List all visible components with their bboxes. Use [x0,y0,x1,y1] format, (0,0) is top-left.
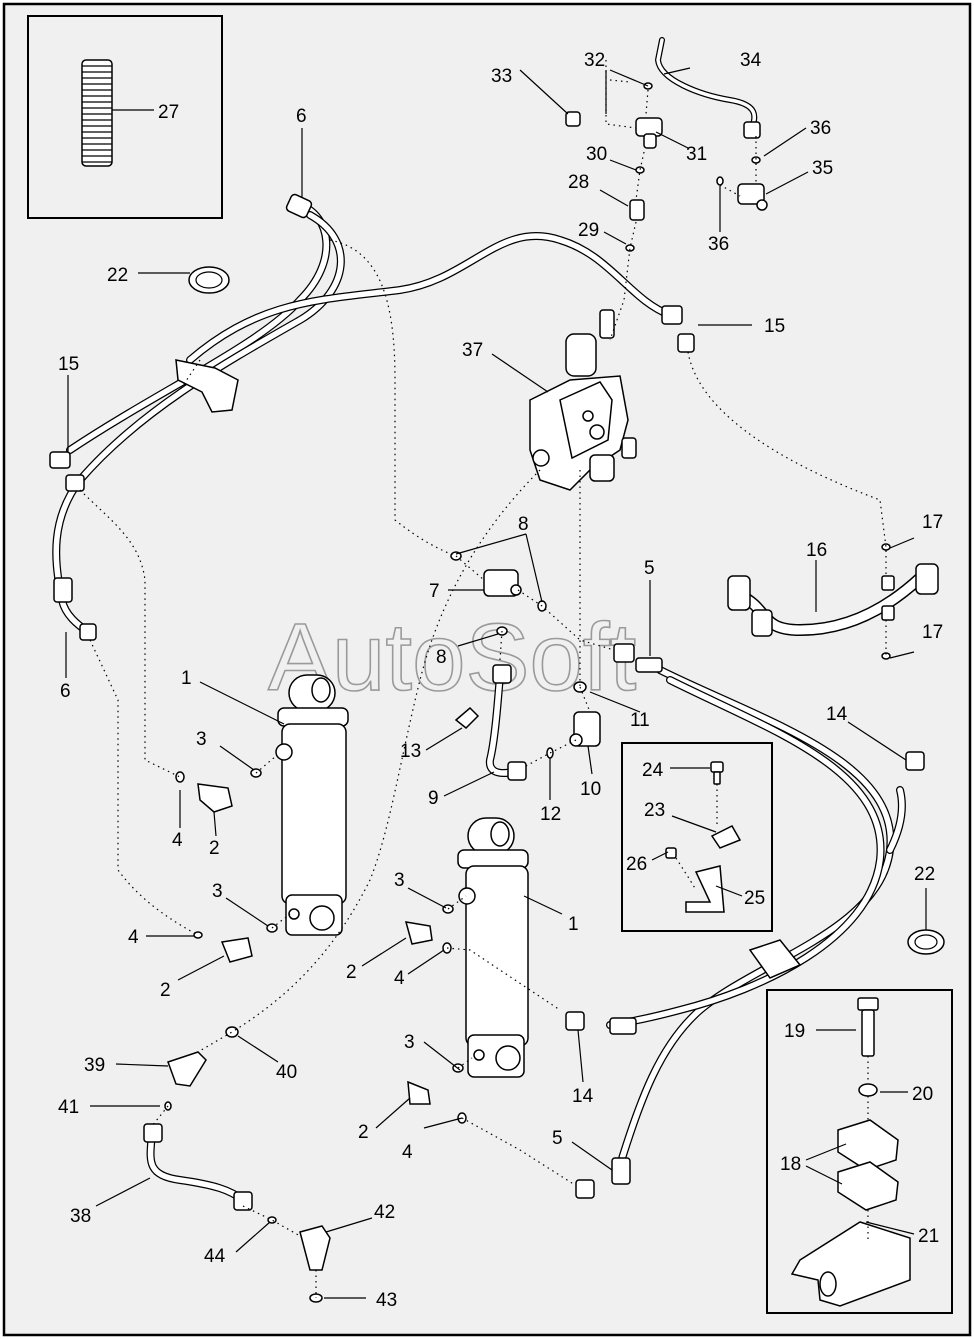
callout-15-right: 15 [764,316,785,337]
callout-labels: 27 6 22 15 6 33 32 34 31 30 28 29 36 35 … [58,50,943,1311]
callout-35: 35 [812,158,833,179]
callout-37: 37 [462,340,483,361]
callout-23: 23 [644,800,665,821]
callout-22-left: 22 [107,265,128,286]
inset-box-spring [27,15,223,219]
callout-3-d: 3 [404,1032,415,1053]
callout-6-top: 6 [296,106,307,127]
callout-17-bottom: 17 [922,622,943,643]
callout-28: 28 [568,172,589,193]
hydraulic-cylinder-left [277,674,349,936]
small-parts [167,111,945,1307]
callout-41: 41 [58,1097,79,1118]
callout-2-b: 2 [160,980,171,1001]
callout-24: 24 [642,760,664,781]
callout-2-c: 2 [346,962,357,983]
callout-1-right: 1 [568,914,579,935]
callout-4-c: 4 [394,968,405,989]
callout-19: 19 [784,1021,805,1042]
callout-2-a: 2 [209,838,220,859]
callout-40: 40 [276,1062,297,1083]
callout-2-d: 2 [358,1122,369,1143]
callout-6-bottom: 6 [60,681,71,702]
callout-1-left: 1 [181,668,192,689]
callout-42: 42 [374,1202,395,1223]
callout-4-a: 4 [172,830,183,851]
leader-lines [65,67,927,1299]
callout-3-b: 3 [212,881,223,902]
callout-30: 30 [586,144,607,165]
hose-assemblies [52,37,926,1204]
callout-27: 27 [158,102,179,123]
callout-8-top: 8 [518,514,529,535]
callout-43: 43 [376,1290,397,1311]
callout-4-b: 4 [128,927,139,948]
callout-34: 34 [740,50,762,71]
callout-9: 9 [428,788,439,809]
control-valve-37 [529,309,637,491]
callout-20: 20 [912,1084,933,1105]
callout-12: 12 [540,804,561,825]
callout-26: 26 [626,854,647,875]
callout-5-top: 5 [644,558,655,579]
callout-7: 7 [429,581,440,602]
callout-4-d: 4 [402,1142,413,1163]
callout-33: 33 [491,66,512,87]
callout-25: 25 [744,888,765,909]
callout-15-left: 15 [58,354,79,375]
callout-39: 39 [84,1055,105,1076]
callout-5-bottom: 5 [552,1128,563,1149]
callout-3-c: 3 [394,870,405,891]
callout-3-a: 3 [196,729,207,750]
callout-29: 29 [578,220,599,241]
callout-13: 13 [400,741,421,762]
inset-box-bracket [621,742,773,932]
callout-16: 16 [806,540,827,561]
callout-18: 18 [780,1154,801,1175]
hydraulic-cylinder-right [457,817,529,1078]
callout-17-top: 17 [922,512,943,533]
callout-32: 32 [584,50,605,71]
callout-22-right: 22 [914,864,935,885]
callout-8-bottom: 8 [436,647,447,668]
callout-11: 11 [630,710,650,731]
callout-10: 10 [580,779,601,800]
callout-38: 38 [70,1206,91,1227]
callout-31: 31 [686,144,707,165]
callout-21: 21 [918,1226,939,1247]
callout-36-top: 36 [810,118,831,139]
callout-44: 44 [204,1246,226,1267]
hose-fittings [49,121,939,1211]
callout-14-bottom: 14 [572,1086,594,1107]
callout-36-bottom: 36 [708,234,729,255]
callout-14-right: 14 [826,704,848,725]
spring-part-27 [81,59,113,167]
assembly-lines [79,60,887,1298]
